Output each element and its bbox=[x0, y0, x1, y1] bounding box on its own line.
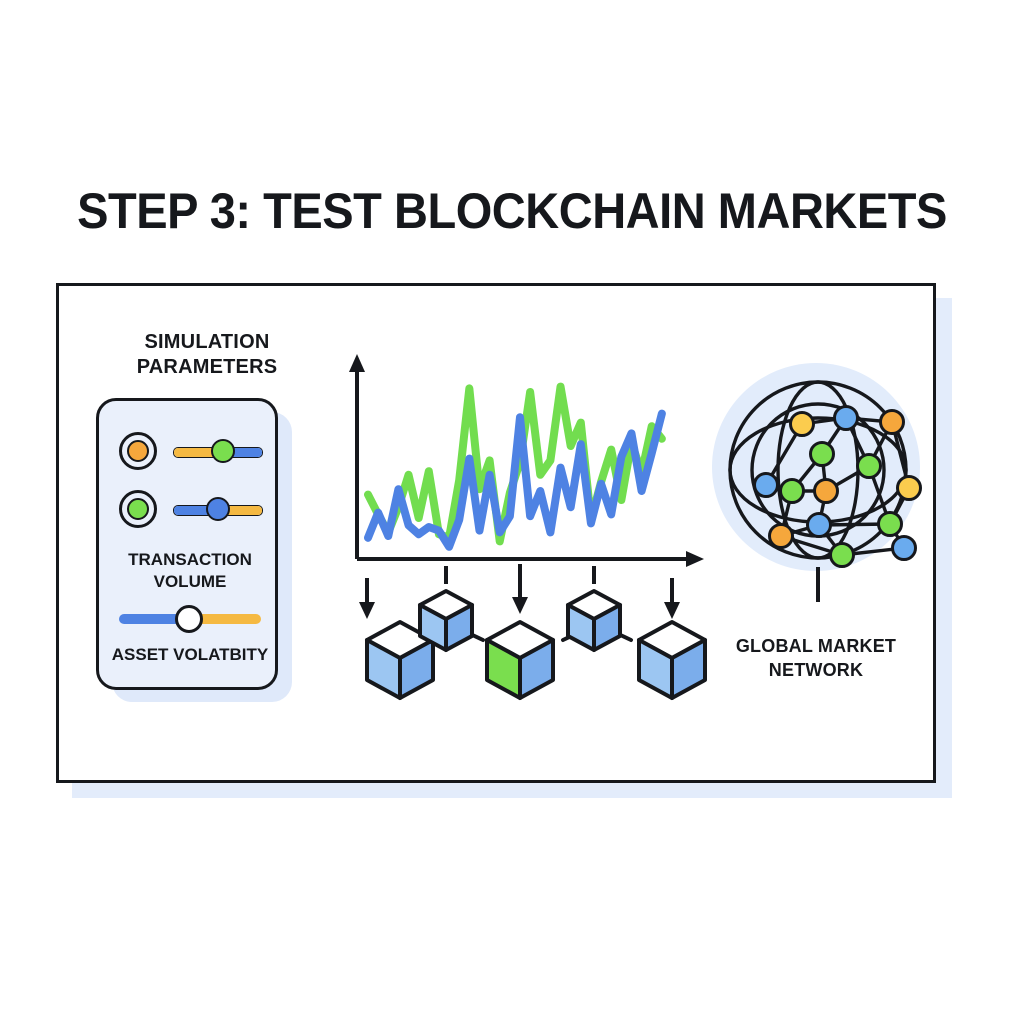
blockchain-block-4 bbox=[566, 589, 622, 652]
slider-row-1-fill-left bbox=[174, 448, 220, 457]
globe-node-n7[interactable] bbox=[779, 478, 805, 504]
slider-row-1-knob[interactable] bbox=[211, 439, 235, 463]
arrow-down-icon-3 bbox=[664, 578, 680, 619]
chart-line-blue bbox=[364, 409, 666, 551]
arrow-down-icon-2 bbox=[512, 564, 528, 614]
network-label-line-2: NETWORK bbox=[768, 660, 864, 680]
globe-node-n13[interactable] bbox=[829, 542, 855, 568]
global-market-network-label: GLOBAL MARKET NETWORK bbox=[716, 634, 916, 682]
global-market-network-graphic bbox=[712, 363, 922, 602]
globe-node-n14[interactable] bbox=[891, 535, 917, 561]
parameter-control-row-2 bbox=[99, 483, 281, 535]
blockchain-block-2 bbox=[418, 589, 474, 652]
slider-row-2-knob[interactable] bbox=[206, 497, 230, 521]
slider-row-1[interactable] bbox=[173, 438, 263, 464]
radio-button-orange-icon[interactable] bbox=[119, 432, 157, 470]
asset-volatility-knob[interactable] bbox=[175, 605, 203, 633]
globe-node-n9[interactable] bbox=[896, 475, 922, 501]
heading-line-1: SIMULATION bbox=[144, 331, 270, 353]
globe-node-n11[interactable] bbox=[877, 511, 903, 537]
heading-line-2: PARAMETERS bbox=[136, 356, 278, 378]
asset-volatility-label: ASSET VOLATBITY bbox=[111, 645, 269, 664]
block-markers bbox=[359, 564, 680, 619]
blockchain-block-1 bbox=[365, 620, 435, 700]
parameters-card: TRANSACTION VOLUME ASSET VOLATBITY bbox=[96, 398, 278, 690]
blockchain-block-3 bbox=[485, 620, 555, 700]
globe-node-n5[interactable] bbox=[856, 453, 882, 479]
asset-volatility-fill-right bbox=[190, 614, 261, 624]
slider-row-2[interactable] bbox=[173, 496, 263, 522]
asset-volatility-track bbox=[119, 614, 261, 624]
globe-nodes bbox=[753, 405, 922, 568]
market-simulation-graphic bbox=[349, 354, 707, 700]
transaction-volume-label-line-1: TRANSACTION bbox=[128, 550, 252, 569]
asset-volatility-slider[interactable] bbox=[119, 605, 261, 633]
slider-row-2-fill-left bbox=[174, 506, 217, 515]
transaction-volume-label-line-2: VOLUME bbox=[153, 572, 227, 591]
globe-node-n10[interactable] bbox=[806, 512, 832, 538]
globe-node-n12[interactable] bbox=[768, 523, 794, 549]
globe-halo bbox=[712, 363, 920, 571]
globe-node-n2[interactable] bbox=[833, 405, 859, 431]
globe-node-n3[interactable] bbox=[879, 409, 905, 435]
globe-node-n1[interactable] bbox=[789, 411, 815, 437]
arrow-down-icon-1 bbox=[359, 578, 375, 619]
page-title: STEP 3: TEST BLOCKCHAIN MARKETS bbox=[77, 183, 947, 239]
globe-node-n4[interactable] bbox=[809, 441, 835, 467]
blockchain-block-5 bbox=[637, 620, 707, 700]
network-label-line-1: GLOBAL MARKET bbox=[735, 636, 897, 656]
radio-button-green-icon[interactable] bbox=[119, 490, 157, 528]
globe-node-n6[interactable] bbox=[753, 472, 779, 498]
slider-row-1-fill-right bbox=[219, 448, 262, 457]
globe-node-n8[interactable] bbox=[813, 478, 839, 504]
parameter-control-row-1 bbox=[99, 425, 281, 477]
transaction-volume-label: TRANSACTION VOLUME bbox=[99, 549, 281, 593]
asset-volatility-fill-left bbox=[119, 614, 190, 624]
simulation-parameters-heading: SIMULATION PARAMETERS bbox=[92, 330, 322, 380]
slider-row-2-fill-right bbox=[216, 506, 262, 515]
chart-axes bbox=[349, 354, 704, 567]
